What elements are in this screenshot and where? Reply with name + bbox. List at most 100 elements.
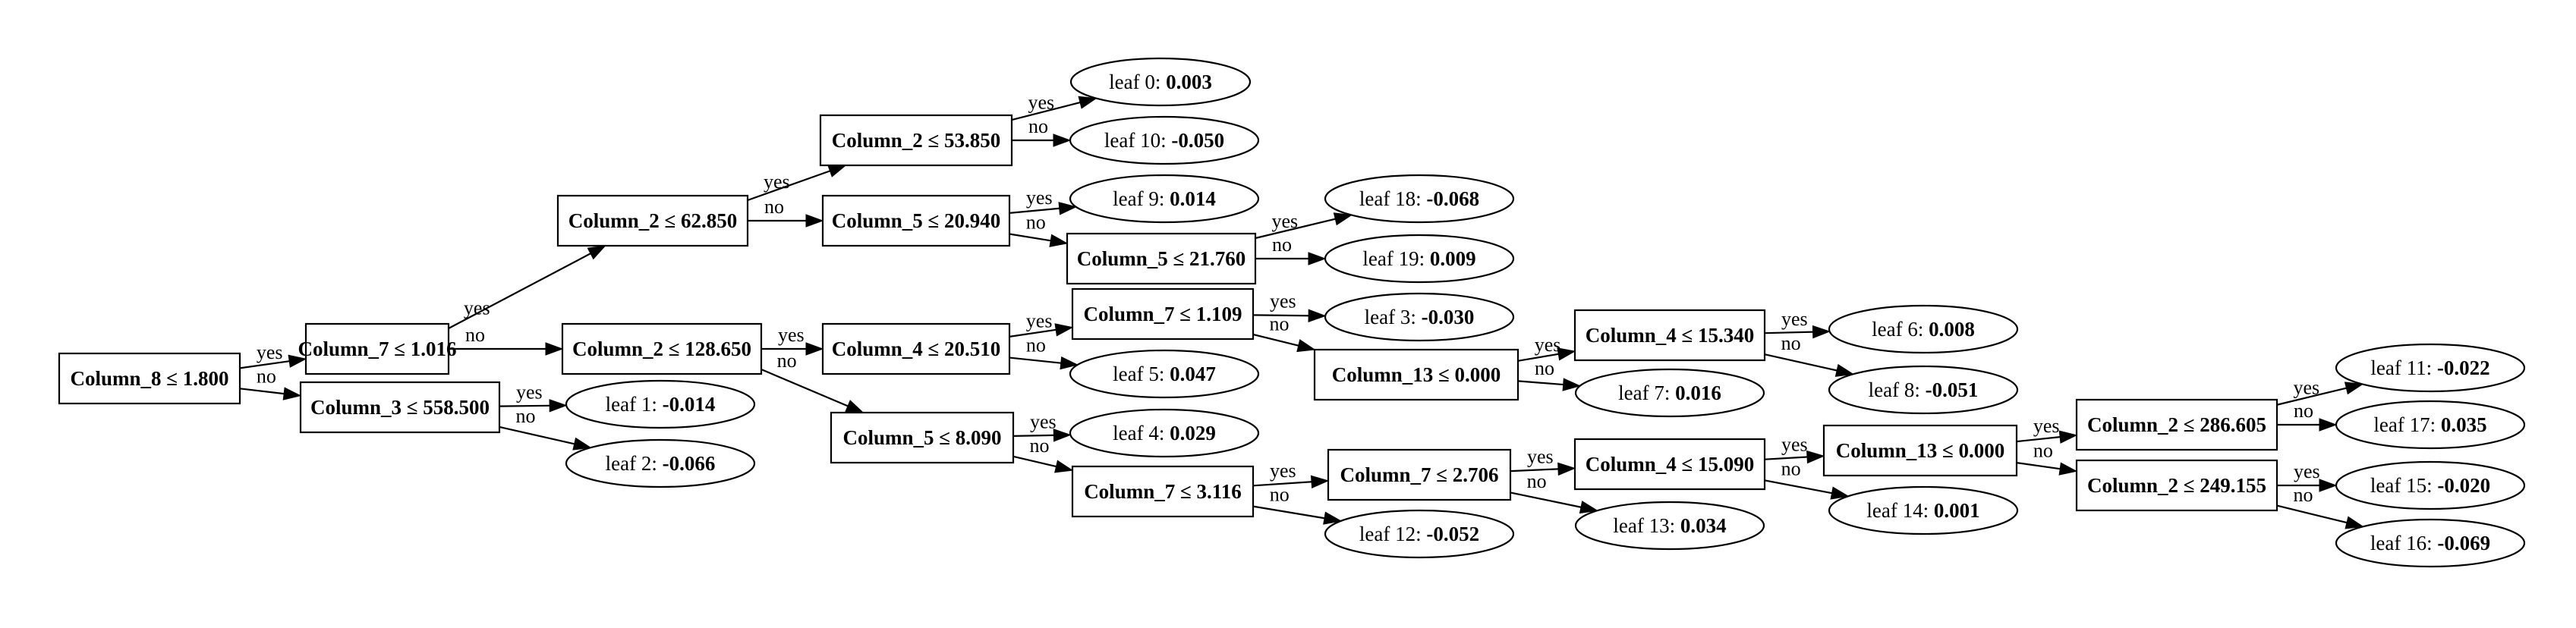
split-node[interactable]: Column_8 ≤ 1.800: [58, 352, 241, 405]
arrow-head: [1557, 462, 1576, 476]
leaf-name: leaf 19:: [1362, 247, 1429, 270]
leaf-label: leaf 19: 0.009: [1362, 247, 1475, 270]
split-node[interactable]: Column_5 ≤ 21.760: [1066, 232, 1257, 285]
split-condition: Column_4 ≤ 20.510: [832, 338, 1001, 360]
edge-line: [1764, 331, 1813, 334]
arrow-head: [1812, 325, 1831, 339]
leaf-value: -0.052: [1426, 523, 1479, 545]
leaf-node[interactable]: leaf 14: 0.001: [1828, 485, 2019, 535]
leaf-node[interactable]: leaf 5: 0.047: [1069, 349, 1260, 399]
edge-s_c2c-l0: yes: [1011, 92, 1097, 121]
edge-s_c7b-s_c13a: no: [1252, 312, 1316, 353]
edge-s_c2a-s_c5a: no: [748, 196, 824, 228]
edge-line: [1517, 380, 1564, 386]
edge-label-yes: yes: [2293, 377, 2319, 399]
leaf-node[interactable]: leaf 18: -0.068: [1324, 174, 1515, 224]
leaf-node[interactable]: leaf 1: -0.014: [565, 379, 756, 429]
arrow-head: [1834, 363, 1855, 377]
split-condition: Column_7 ≤ 1.109: [1083, 303, 1242, 325]
split-node[interactable]: Column_2 ≤ 286.605: [2075, 398, 2278, 451]
split-node-box: [58, 352, 241, 405]
edge-line: [239, 388, 285, 395]
edge-s_c2d-l17: no: [2277, 400, 2338, 432]
leaf-name: leaf 6:: [1872, 318, 1929, 341]
leaf-label: leaf 3: -0.030: [1365, 306, 1475, 328]
edge-s_c2b-s_c4a: yes: [761, 324, 824, 356]
edge-line: [1011, 101, 1081, 121]
leaf-node[interactable]: leaf 9: 0.014: [1069, 174, 1260, 224]
leaf-node[interactable]: leaf 17: 0.035: [2335, 400, 2526, 450]
leaf-value: 0.016: [1675, 382, 1721, 404]
leaf-node[interactable]: leaf 15: -0.020: [2335, 460, 2526, 510]
leaf-value: 0.009: [1430, 247, 1476, 270]
split-node-box: [830, 411, 1015, 464]
split-condition: Column_4 ≤ 15.340: [1586, 324, 1755, 347]
arrow-head: [2344, 382, 2364, 395]
edge-label-no: no: [1781, 458, 1801, 480]
leaf-value: -0.022: [2437, 356, 2490, 379]
leaf-node[interactable]: leaf 13: 0.034: [1574, 501, 1765, 551]
leaf-label: leaf 4: 0.029: [1113, 422, 1216, 444]
leaf-label: leaf 2: -0.066: [606, 452, 716, 475]
leaf-label: leaf 14: 0.001: [1866, 499, 1979, 522]
split-node[interactable]: Column_5 ≤ 8.090: [830, 411, 1015, 464]
split-node[interactable]: Column_2 ≤ 249.155: [2075, 459, 2278, 512]
leaf-node[interactable]: leaf 16: -0.069: [2335, 518, 2526, 568]
split-node[interactable]: Column_7 ≤ 2.706: [1327, 448, 1512, 501]
arrow-head: [1557, 347, 1576, 361]
arrow-head: [1333, 212, 1353, 226]
leaf-node[interactable]: leaf 3: -0.030: [1324, 292, 1515, 342]
arrow-head: [827, 165, 847, 177]
edge-label-yes: yes: [778, 324, 805, 346]
leaf-node[interactable]: leaf 12: -0.052: [1324, 509, 1515, 559]
edge-label-yes: yes: [764, 171, 790, 193]
edge-label-yes: yes: [1535, 334, 1561, 356]
split-node[interactable]: Column_2 ≤ 62.850: [556, 194, 749, 247]
leaf-node[interactable]: leaf 8: -0.051: [1828, 365, 2019, 415]
leaf-label: leaf 8: -0.051: [1869, 378, 1979, 401]
leaf-node[interactable]: leaf 4: 0.029: [1069, 408, 1260, 458]
edge-line: [1764, 456, 1808, 460]
split-node[interactable]: Column_13 ≤ 0.000: [1313, 348, 1519, 401]
edge-label-yes: yes: [1272, 210, 1299, 232]
leaf-node-ellipse: [1574, 501, 1765, 551]
split-node[interactable]: Column_7 ≤ 1.109: [1071, 287, 1255, 341]
edge-label-no: no: [2033, 440, 2053, 462]
leaf-name: leaf 1:: [606, 393, 663, 416]
edge-s_c7d-s_c4c: yes: [1510, 445, 1576, 476]
split-node[interactable]: Column_2 ≤ 53.850: [819, 114, 1013, 167]
edge-s_c7b-l3: yes: [1252, 290, 1327, 322]
leaf-label: leaf 16: -0.069: [2370, 532, 2490, 554]
leaf-node-ellipse: [1828, 485, 2019, 535]
leaf-node[interactable]: leaf 0: 0.003: [1069, 57, 1252, 107]
edge-line: [747, 170, 830, 202]
split-node[interactable]: Column_13 ≤ 0.000: [1822, 424, 2018, 477]
edge-line: [761, 368, 849, 407]
split-node[interactable]: Column_7 ≤ 1.016: [298, 322, 457, 375]
leaf-node[interactable]: leaf 10: -0.050: [1069, 115, 1260, 165]
edge-line: [1252, 333, 1299, 347]
leaf-node[interactable]: leaf 7: 0.016: [1574, 368, 1765, 418]
edge-label-no: no: [516, 405, 536, 427]
split-node[interactable]: Column_7 ≤ 3.116: [1071, 465, 1255, 518]
split-condition: Column_3 ≤ 558.500: [310, 396, 490, 419]
arrow-head: [1308, 309, 1327, 322]
split-node[interactable]: Column_4 ≤ 15.090: [1573, 438, 1766, 491]
leaf-value: 0.029: [1170, 422, 1216, 444]
arrow-head: [1323, 511, 1343, 525]
split-node[interactable]: Column_3 ≤ 558.500: [299, 381, 501, 434]
split-node[interactable]: Column_2 ≤ 128.650: [561, 322, 763, 375]
leaf-node[interactable]: leaf 6: 0.008: [1828, 304, 2019, 354]
arrow-head: [1060, 356, 1079, 370]
arrow-head: [2319, 418, 2338, 432]
leaf-node[interactable]: leaf 11: -0.022: [2335, 343, 2526, 393]
split-node[interactable]: Column_5 ≤ 20.940: [821, 194, 1011, 247]
split-node[interactable]: Column_4 ≤ 20.510: [821, 322, 1011, 375]
edge-label-no: no: [1272, 234, 1292, 256]
edge-line: [2016, 462, 2061, 470]
leaf-value: -0.051: [1926, 378, 1979, 401]
leaf-node-ellipse: [565, 379, 756, 429]
split-node[interactable]: Column_4 ≤ 15.340: [1573, 309, 1766, 362]
leaf-node[interactable]: leaf 2: -0.066: [565, 438, 756, 488]
leaf-node[interactable]: leaf 19: 0.009: [1324, 234, 1515, 284]
